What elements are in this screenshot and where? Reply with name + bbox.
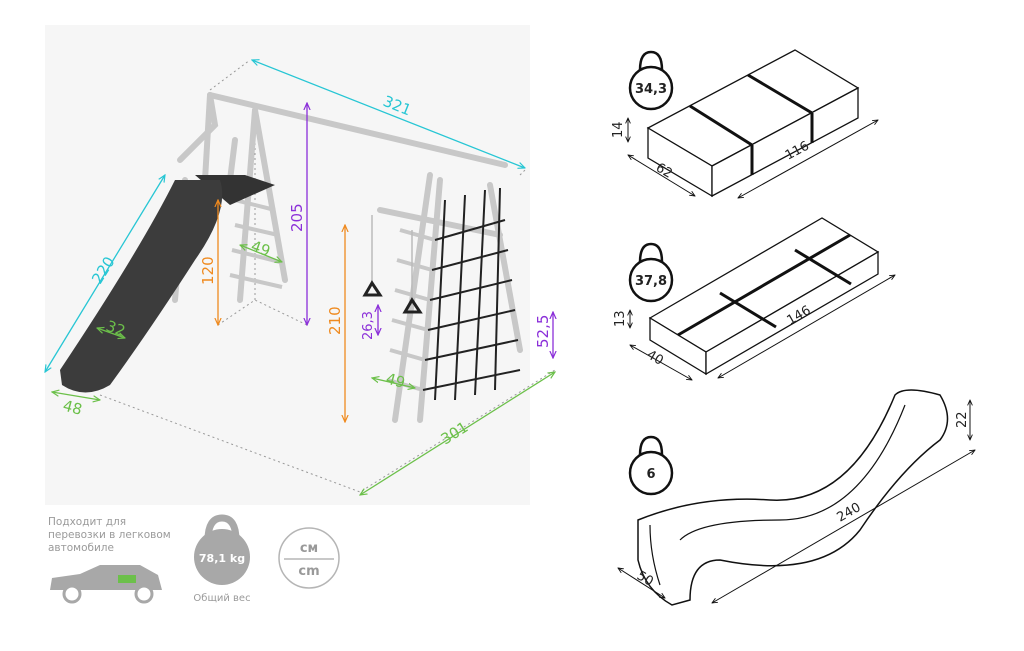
weight-kettlebell-icon (194, 514, 250, 585)
package-2-height: 13 (613, 310, 628, 327)
car-icon (50, 565, 162, 604)
package-weight-icons (628, 50, 674, 496)
package-1-box (646, 49, 860, 198)
package-3-slide (637, 389, 949, 606)
transport-note: Подходит для перевозки в легковом автомо… (48, 516, 171, 554)
dim-slide-inner-width: 32 (104, 317, 128, 340)
dim-foot-height: 52,5 (534, 315, 552, 348)
dim-slide-width: 48 (61, 396, 84, 418)
package-2-weight: 37,8 (635, 274, 667, 289)
package-dimension-lines (618, 118, 975, 603)
units-bottom: cm (298, 564, 319, 579)
climbing-net (422, 187, 521, 401)
dim-platform-height: 120 (199, 256, 217, 285)
dimension-lines (45, 60, 555, 495)
package-3-weight: 6 (646, 467, 655, 482)
dim-frame-height: 205 (288, 203, 306, 232)
total-weight-label: Общий вес (193, 593, 250, 604)
units-badge (278, 527, 340, 589)
dim-rings-height: 26,3 (361, 311, 376, 340)
units-top: см (300, 541, 318, 556)
package-3-height: 22 (955, 411, 970, 428)
package-3-width: 50 (634, 568, 656, 589)
total-weight: 78,1 kg (199, 552, 245, 565)
package-2-box (648, 217, 880, 376)
dim-climber-height: 210 (326, 306, 344, 335)
package-2-width: 40 (644, 347, 666, 368)
dim-net-ladder-width: 49 (384, 369, 407, 391)
dim-ladder-width: 49 (249, 237, 273, 260)
package-1-width: 62 (653, 160, 675, 181)
package-1-weight: 34,3 (635, 82, 667, 97)
package-1-height: 14 (611, 121, 626, 138)
gym-rings (362, 215, 423, 314)
